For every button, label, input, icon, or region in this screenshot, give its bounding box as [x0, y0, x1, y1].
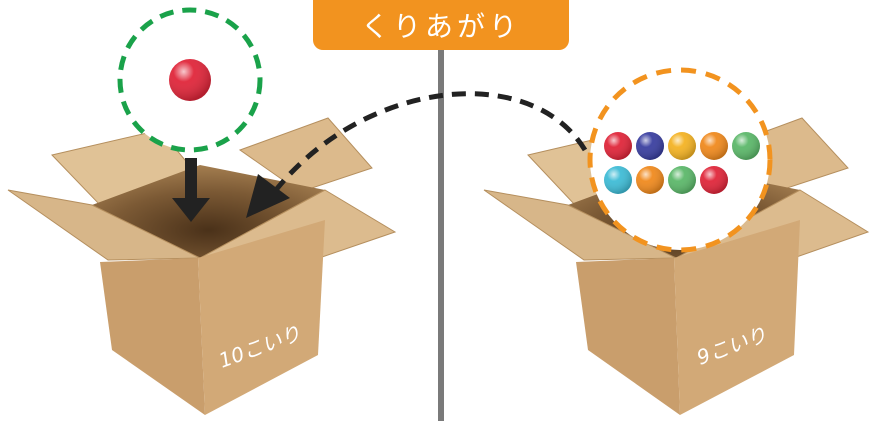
title-banner: くりあがり — [313, 0, 569, 50]
ball-shine — [668, 132, 696, 160]
left-box: 10こいり — [8, 118, 395, 415]
ball-shine — [668, 166, 696, 194]
ball-shine — [636, 132, 664, 160]
ball-shine — [700, 166, 728, 194]
left-ball-circle — [120, 10, 260, 150]
right-box-front-left — [576, 258, 680, 415]
ball-shine — [700, 132, 728, 160]
title-text: くりあがり — [361, 5, 521, 45]
ball-shine — [732, 132, 760, 160]
left-box-front-left — [100, 258, 205, 415]
ball-row-top — [604, 132, 760, 160]
ball-shine — [604, 132, 632, 160]
right-ball-circle — [590, 70, 770, 250]
ball-shine — [604, 166, 632, 194]
ball-shine — [636, 166, 664, 194]
